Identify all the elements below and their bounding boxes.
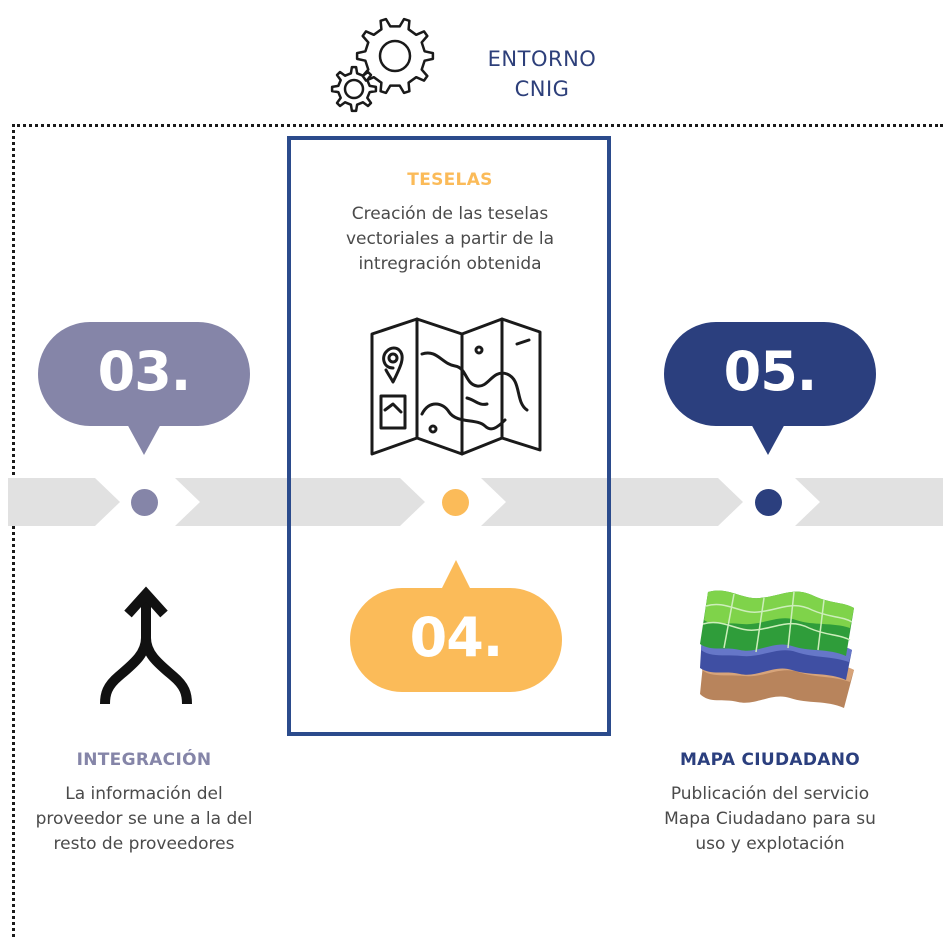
timeline-dot-03 bbox=[131, 489, 158, 516]
step-05-desc-line: uso y explotación bbox=[695, 834, 845, 854]
step-04-title: TESELAS bbox=[407, 170, 493, 190]
header-title-line1: ENTORNO bbox=[487, 47, 597, 71]
step-03-desc-line: proveedor se une a la del bbox=[35, 809, 253, 829]
merge-arrow-icon bbox=[100, 586, 192, 705]
step-05-desc-line: Mapa Ciudadano para su bbox=[664, 809, 876, 829]
step-03-desc-line: resto de proveedores bbox=[53, 834, 235, 854]
timeline-dot-05 bbox=[755, 489, 782, 516]
step-03-number-wrap: 03. bbox=[38, 322, 250, 426]
step-05-description: Publicación del servicio Mapa Ciudadano … bbox=[630, 782, 910, 857]
step-05-bubble bbox=[664, 322, 876, 455]
step-04-description: Creación de las teselas vectoriales a pa… bbox=[305, 202, 595, 277]
environment-border-left bbox=[12, 124, 15, 937]
step-05-number: 05. bbox=[723, 340, 818, 403]
gears-icon bbox=[330, 17, 435, 113]
step-03-title: INTEGRACIÓN bbox=[76, 750, 212, 770]
step-03-description: La información del proveedor se une a la… bbox=[14, 782, 274, 857]
timeline-dot-04 bbox=[442, 489, 469, 516]
step-04-desc-line: intregración obtenida bbox=[358, 254, 542, 274]
step-04-bubble bbox=[350, 560, 562, 692]
timeline-segment-4 bbox=[795, 478, 943, 526]
header-title: ENTORNO CNIG bbox=[462, 44, 622, 104]
layered-map-icon bbox=[700, 590, 854, 708]
step-04-desc-line: vectoriales a partir de la bbox=[345, 229, 555, 249]
step-03-desc-line: La información del bbox=[65, 784, 223, 804]
step-03-bubble bbox=[38, 322, 250, 455]
step-05-number-wrap: 05. bbox=[664, 322, 876, 426]
step-05-desc-line: Publicación del servicio bbox=[670, 784, 870, 804]
header-title-line2: CNIG bbox=[514, 77, 570, 101]
timeline bbox=[8, 478, 943, 526]
timeline-segment-1 bbox=[8, 478, 120, 526]
step-03-number: 03. bbox=[97, 340, 192, 403]
timeline-segment-3 bbox=[481, 478, 743, 526]
step-04-desc-line: Creación de las teselas bbox=[351, 204, 549, 224]
folded-map-icon bbox=[370, 317, 542, 456]
environment-border-top bbox=[12, 124, 943, 127]
step-04-number-wrap: 04. bbox=[350, 588, 562, 692]
highlight-box bbox=[287, 136, 611, 736]
step-05-title: MAPA CIUDADANO bbox=[679, 750, 861, 770]
step-04-number: 04. bbox=[409, 606, 504, 669]
timeline-segment-2 bbox=[175, 478, 425, 526]
